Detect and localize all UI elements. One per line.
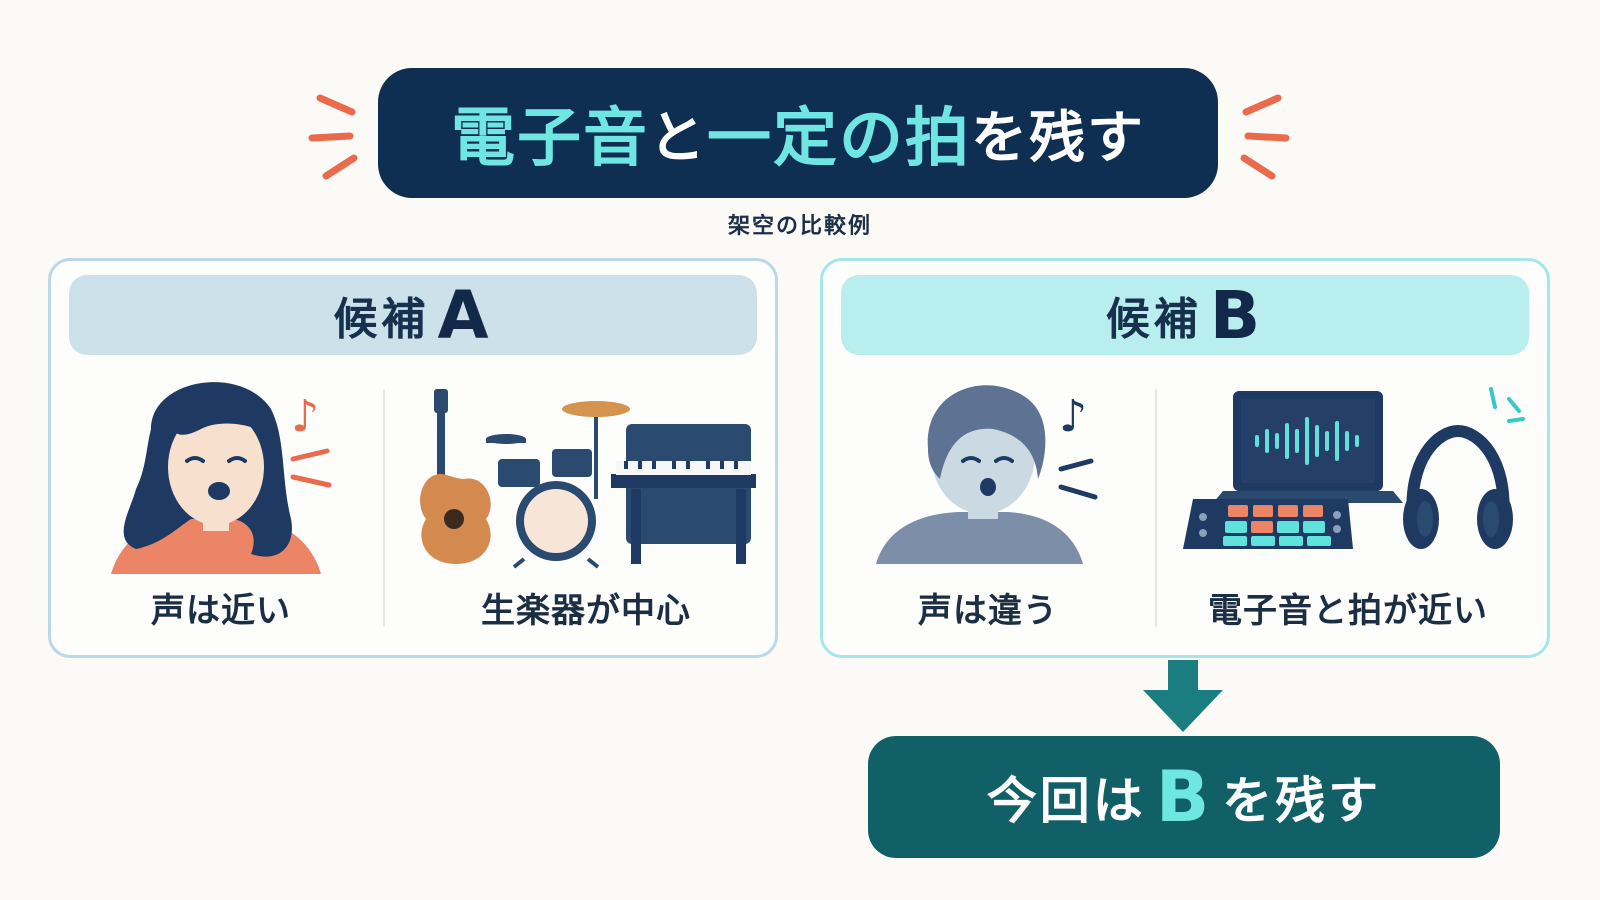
candidate-a-header-letter: A — [437, 276, 493, 354]
candidate-a-left-caption: 声は近い — [151, 591, 291, 631]
burst-right-icon — [1240, 94, 1290, 180]
candidate-b-left-caption: 声は違う — [918, 591, 1058, 631]
sound-lines-icon-b — [1058, 458, 1098, 500]
title-part3: 一定の拍 — [707, 102, 971, 176]
result-prefix: 今回は — [986, 772, 1146, 830]
singing-person-icon — [876, 385, 1083, 564]
title-part4: を残す — [971, 105, 1145, 171]
candidate-b-right-caption: 電子音と拍が近い — [1208, 591, 1488, 631]
candidate-b-header-letter: B — [1209, 276, 1265, 354]
result-suffix: を残す — [1222, 772, 1382, 830]
candidate-a-header-label: 候補 — [333, 294, 430, 345]
music-note-icon-a: ♪ — [291, 391, 320, 442]
burst-left-icon — [308, 94, 358, 180]
candidate-a-right-caption: 生楽器が中心 — [481, 591, 691, 631]
electronic-gear-icon — [1183, 387, 1525, 549]
panel-b-divider — [1155, 389, 1157, 627]
panel-a-divider — [383, 389, 385, 627]
arrow-down-icon — [1143, 660, 1223, 732]
result-letter: B — [1155, 756, 1213, 838]
candidate-b-header-label: 候補 — [1105, 294, 1202, 345]
sound-lines-icon-a — [290, 448, 332, 488]
title-part2: と — [649, 105, 707, 171]
title-banner: 電子音と一定の拍を残す — [378, 68, 1218, 198]
singing-woman-icon — [111, 382, 321, 574]
acoustic-instruments-icon — [420, 389, 756, 569]
music-note-icon-b: ♪ — [1059, 391, 1088, 442]
title-part1: 電子音 — [451, 102, 649, 176]
subtitle: 架空の比較例 — [727, 214, 872, 239]
